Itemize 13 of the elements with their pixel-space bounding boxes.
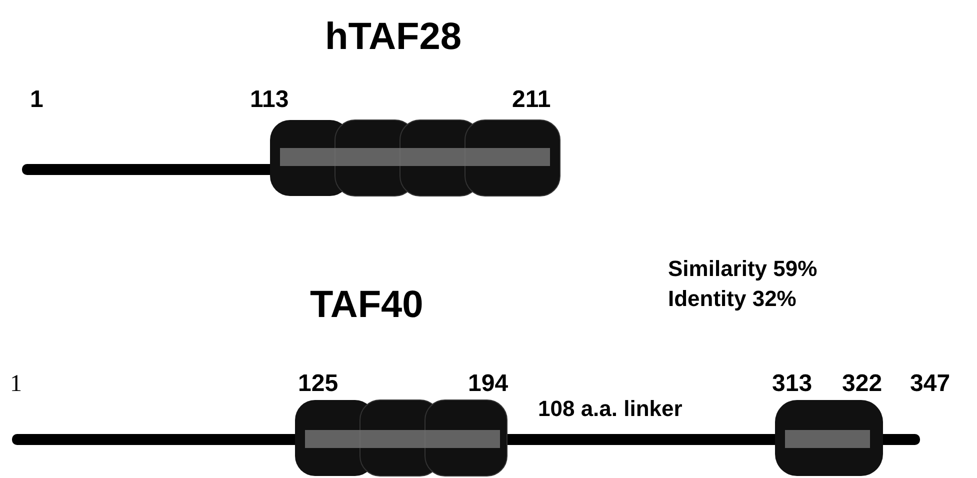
protein-name: TAF40 [310,286,424,324]
identity-note: Identity 32% [668,288,796,310]
protein-name: hTAF28 [325,18,462,56]
residue-number: 125 [298,372,338,396]
residue-number: 322 [842,372,882,396]
residue-number: 1 [30,88,44,112]
residue-number: 1 [10,372,22,396]
residue-number: 194 [468,372,508,396]
residue-number: 313 [772,372,812,396]
residue-number: 347 [910,372,950,396]
residue-number: 113 [250,88,289,112]
similarity-note: Similarity 59% [668,258,818,280]
residue-number: 211 [512,88,551,112]
